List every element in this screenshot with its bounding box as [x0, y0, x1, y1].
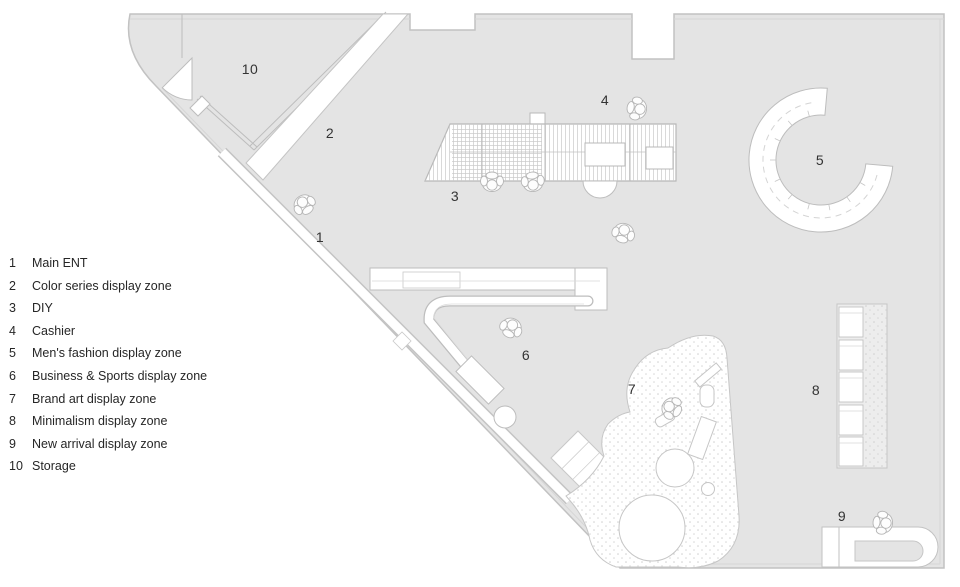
zone-label-5: 5 — [815, 152, 825, 168]
legend-item-label: Brand art display zone — [32, 391, 157, 406]
art-bench — [693, 362, 723, 388]
legend-item-number: 6 — [9, 368, 16, 383]
legend-item-number: 1 — [9, 256, 16, 270]
legend-item: 7 Brand art display zone — [9, 392, 207, 415]
legend-item-number: 7 — [9, 391, 16, 406]
counter-insert-box-2 — [645, 146, 674, 170]
display-plinth — [687, 415, 717, 461]
legend-item-number: 9 — [9, 436, 16, 451]
zone-label-4: 4 — [600, 92, 610, 108]
legend-item: 9 New arrival display zone — [9, 437, 207, 460]
zone-7-brand-art-area — [565, 334, 740, 569]
legend-item: 3 DIY — [9, 301, 207, 324]
door-gap — [189, 95, 211, 117]
zone-label-6: 6 — [521, 347, 531, 363]
shelf-inner-box — [402, 271, 461, 289]
zone-9-counter — [821, 526, 939, 568]
zone-3-4-counter — [424, 112, 677, 199]
zone-label-2: 2 — [325, 125, 335, 141]
counter-half-round-table — [582, 180, 618, 199]
path-marker — [392, 331, 412, 351]
zone-label-1: 1 — [315, 229, 325, 245]
legend-item-label: DIY — [32, 301, 53, 316]
counter-side-box — [821, 526, 840, 568]
legend-item: 10 Storage — [9, 459, 207, 482]
legend-item-label: Minimalism display zone — [32, 414, 168, 429]
zone-label-7: 7 — [627, 381, 637, 397]
counter-insert-box — [584, 142, 626, 167]
legend-item-label: Storage — [32, 459, 76, 474]
wall-display-shelf — [369, 267, 576, 291]
legend-item: 5 Men's fashion display zone — [9, 346, 207, 369]
corridor-wall-band — [245, 13, 410, 181]
legend-item: 8 Minimalism display zone — [9, 414, 207, 437]
zone-label-9: 9 — [837, 508, 847, 524]
zone-label-3: 3 — [450, 188, 460, 204]
legend-item-number: 8 — [9, 414, 16, 429]
legend-item-label: Color series display zone — [32, 278, 172, 293]
floor-slab — [127, 13, 945, 569]
legend-item-label: Men's fashion display zone — [32, 346, 182, 361]
legend-item-label: Cashier — [32, 323, 76, 338]
legend-item-label: New arrival display zone — [32, 436, 168, 451]
legend-item-number: 10 — [9, 459, 23, 474]
legend-item-label: Business & Sports display zone — [32, 368, 208, 383]
zone-5-rack-ring — [748, 87, 894, 233]
round-display-table — [655, 448, 695, 488]
small-stool — [701, 482, 715, 496]
legend-item: 6 Business & Sports display zone — [9, 369, 207, 392]
entrance-walkway — [217, 147, 575, 505]
round-display-table-large — [618, 494, 686, 562]
legend-item-number: 5 — [9, 346, 16, 361]
legend-item: 2 Color series display zone — [9, 279, 207, 302]
legend-item-number: 4 — [9, 323, 16, 338]
zone-label-10: 10 — [241, 61, 259, 77]
zone-label-8: 8 — [811, 382, 821, 398]
display-stand — [699, 384, 715, 408]
legend: 1 Main ENT 2 Color series display zone 3 DI… — [9, 256, 207, 482]
zone-8-shelves — [836, 303, 888, 469]
zone-6-counter — [369, 267, 608, 429]
counter-end-table — [455, 355, 505, 405]
legend-item: 4 Cashier — [9, 324, 207, 347]
legend-item-number: 3 — [9, 301, 16, 316]
counter-end-stool — [493, 405, 517, 429]
entry-door-swing — [161, 56, 211, 117]
legend-item: 1 Main ENT — [9, 256, 207, 279]
legend-item-number: 2 — [9, 278, 16, 293]
legend-item-label: Main ENT — [32, 256, 88, 270]
